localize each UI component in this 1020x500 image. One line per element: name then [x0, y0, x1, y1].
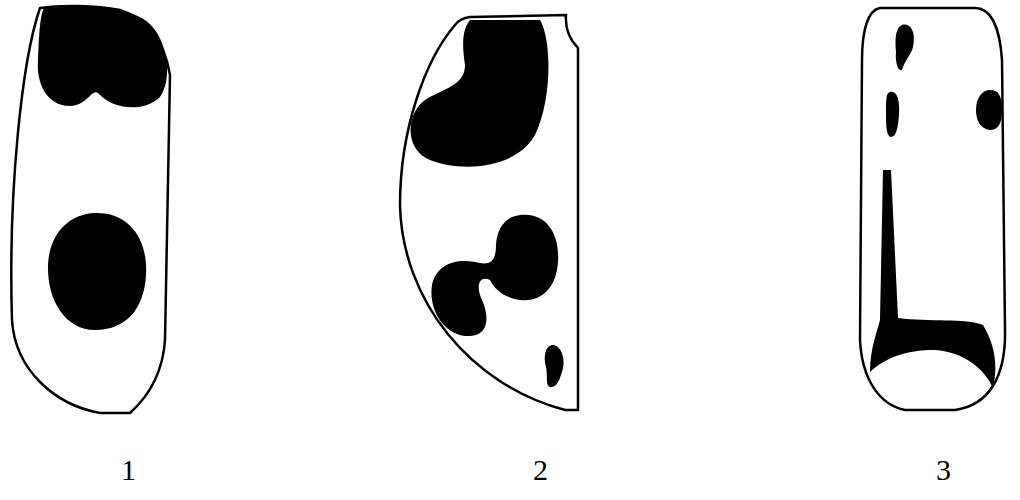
seed-outline — [860, 8, 1005, 410]
figure-one — [11, 6, 170, 413]
dark-spot — [886, 92, 899, 137]
dark-spot — [976, 90, 1002, 130]
dark-spot — [896, 25, 914, 71]
figure-three — [860, 8, 1005, 410]
dark-band — [870, 170, 995, 388]
dark-spot — [411, 20, 549, 167]
dark-spot — [38, 6, 167, 107]
figure-two — [400, 15, 578, 410]
figure-number: 3 — [936, 455, 951, 485]
seed-outline — [400, 15, 578, 410]
seed-outline — [11, 6, 170, 413]
figure-number: 1 — [121, 455, 136, 485]
figure-number: 2 — [533, 455, 548, 485]
dark-spot — [431, 215, 558, 336]
dark-spot — [545, 345, 564, 387]
dark-spot — [48, 213, 146, 330]
